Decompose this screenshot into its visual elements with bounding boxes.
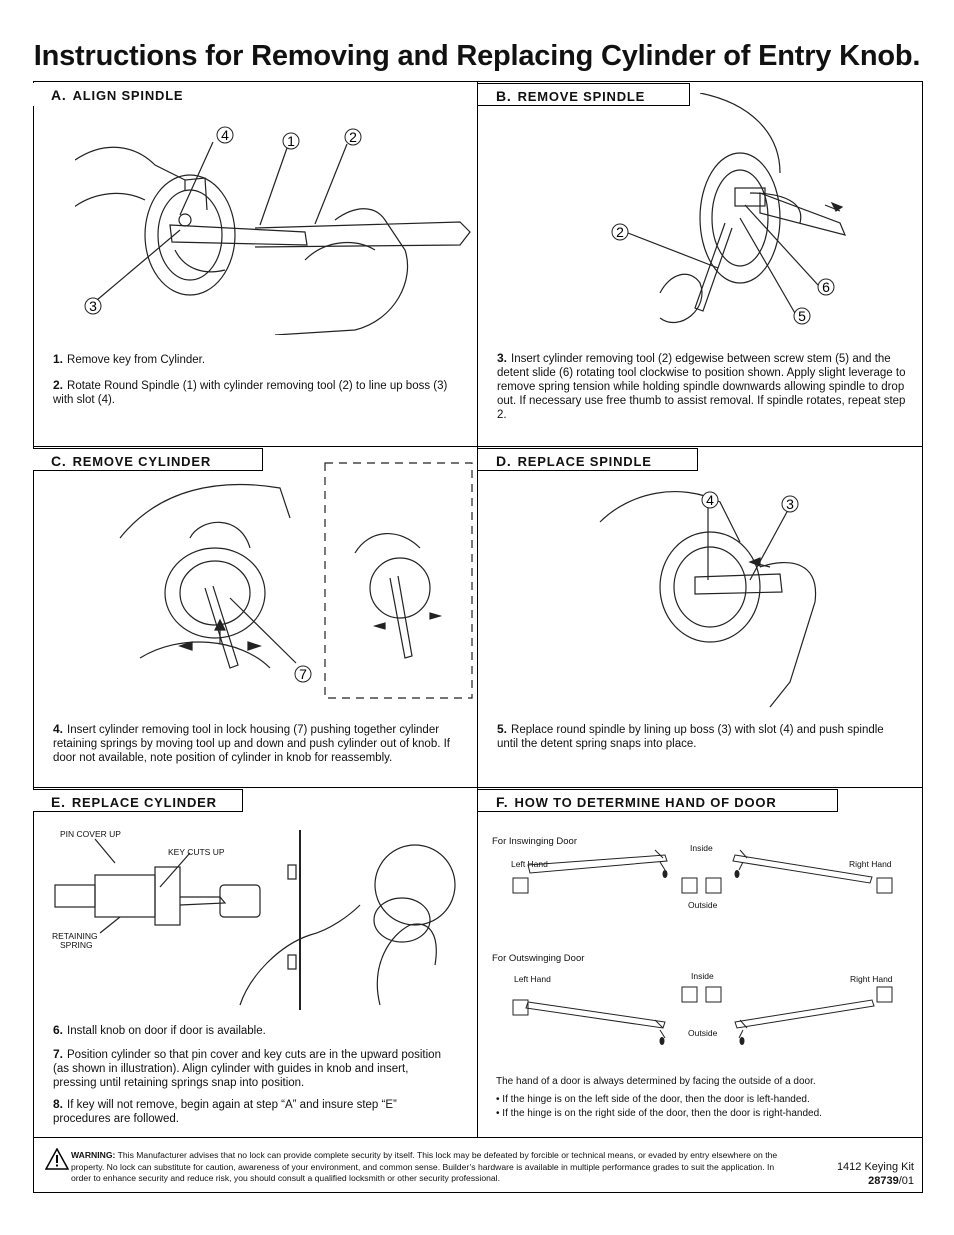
section-a-label: ALIGN SPINDLE (72, 88, 184, 103)
inswing-inside: Inside (690, 843, 713, 853)
callout-b-6: 6 (822, 279, 830, 295)
step-8: 8.If key will not remove, begin again at… (53, 1097, 453, 1126)
callout-c-7: 7 (299, 666, 307, 682)
step-7: 7.Position cylinder so that pin cover an… (53, 1047, 453, 1090)
step-1-number: 1. (53, 352, 64, 366)
kit-info: 1412 Keying Kit 28739/01 (837, 1160, 914, 1188)
outswing-right-hand: Right Hand (850, 974, 893, 984)
door-hand-diagram (512, 849, 893, 1045)
section-b-header: B. REMOVE SPINDLE (478, 83, 690, 106)
section-e-label: REPLACE CYLINDER (71, 795, 217, 810)
section-d-label: REPLACE SPINDLE (517, 454, 652, 469)
step-4-number: 4. (53, 722, 64, 736)
inswing-right-hand: Right Hand (849, 859, 892, 869)
kit-part-line: 28739/01 (837, 1174, 914, 1188)
warning-label: WARNING: (71, 1150, 116, 1160)
label-retaining: RETAINING (52, 931, 98, 941)
remove-cylinder-illustration: 7 (119, 462, 473, 699)
kit-revision: /01 (898, 1175, 914, 1187)
step-5: 5.Replace round spindle by lining up bos… (497, 722, 897, 751)
section-e-header: E. REPLACE CYLINDER (33, 789, 243, 812)
label-spring: SPRING (60, 940, 93, 950)
section-d-header: D. REPLACE SPINDLE (478, 448, 698, 471)
row-divider-2 (33, 787, 923, 788)
instruction-frame (33, 81, 923, 1193)
row-divider-1 (33, 446, 923, 447)
step-8-text: If key will not remove, begin again at s… (53, 1099, 397, 1125)
section-b-label: REMOVE SPINDLE (517, 89, 646, 104)
inswing-left-hand: Left Hand (511, 859, 548, 869)
replace-cylinder-illustration (54, 830, 456, 1010)
step-2-text: Rotate Round Spindle (1) with cylinder r… (53, 380, 448, 406)
callout-b-5: 5 (798, 308, 806, 324)
outswing-left-hand: Left Hand (514, 974, 551, 984)
step-6: 6.Install knob on door if door is availa… (53, 1023, 453, 1038)
step-7-text: Position cylinder so that pin cover and … (53, 1049, 441, 1089)
step-5-number: 5. (497, 722, 508, 736)
section-f-letter: F. (496, 794, 509, 810)
section-a-letter: A. (51, 87, 67, 103)
callout-a-3: 3 (89, 298, 97, 314)
step-6-text: Install knob on door if door is availabl… (67, 1025, 266, 1037)
callout-a-2: 2 (349, 129, 357, 145)
section-b-letter: B. (496, 88, 512, 104)
section-c-label: REMOVE CYLINDER (72, 454, 212, 469)
column-divider (477, 81, 478, 1137)
step-4-text: Insert cylinder removing tool in lock ho… (53, 724, 450, 764)
outswing-title: For Outswinging Door (492, 953, 585, 964)
hand-bullet-1: • If the hinge is on the left side of th… (496, 1094, 810, 1105)
kit-part-number: 28739 (868, 1175, 899, 1187)
remove-spindle-illustration: 2 6 5 (611, 93, 847, 325)
step-2-number: 2. (53, 378, 64, 392)
step-5-text: Replace round spindle by lining up boss … (497, 724, 884, 750)
row-divider-3 (33, 1137, 923, 1138)
step-3-number: 3. (497, 351, 508, 365)
hand-bullet-1-text: If the hinge is on the left side of the … (502, 1094, 810, 1105)
label-pin-cover: PIN COVER UP (60, 829, 121, 839)
inswing-title: For Inswinging Door (492, 836, 578, 847)
section-c-letter: C. (51, 453, 67, 469)
warning-body: This Manufacturer advises that no lock c… (71, 1150, 778, 1183)
warning-icon (45, 1148, 69, 1170)
outswing-inside: Inside (691, 971, 714, 981)
label-key-cuts: KEY CUTS UP (168, 847, 225, 857)
step-4: 4.Insert cylinder removing tool in lock … (53, 722, 463, 765)
step-3: 3.Insert cylinder removing tool (2) edge… (497, 351, 912, 422)
callout-a-1: 1 (287, 133, 295, 149)
hand-bullet-2-text: If the hinge is on the right side of the… (502, 1108, 822, 1119)
section-f-label: HOW TO DETERMINE HAND OF DOOR (514, 795, 777, 810)
align-spindle-illustration: 4 1 2 3 (75, 126, 471, 335)
step-1: 1.Remove key from Cylinder. (53, 352, 463, 367)
section-f-header: F. HOW TO DETERMINE HAND OF DOOR (478, 789, 838, 812)
inswing-outside: Outside (688, 900, 718, 910)
step-3-text: Insert cylinder removing tool (2) edgewi… (497, 353, 906, 421)
hand-rule: The hand of a door is always determined … (496, 1076, 816, 1087)
replace-spindle-illustration: 4 3 (599, 491, 817, 708)
step-1-text: Remove key from Cylinder. (67, 354, 206, 366)
step-7-number: 7. (53, 1047, 64, 1061)
callout-b-2: 2 (616, 224, 624, 240)
hand-bullet-2: • If the hinge is on the right side of t… (496, 1108, 822, 1119)
callout-d-3: 3 (786, 496, 794, 512)
section-d-letter: D. (496, 453, 512, 469)
callout-d-4: 4 (706, 492, 714, 508)
step-8-number: 8. (53, 1097, 64, 1111)
step-6-number: 6. (53, 1023, 64, 1037)
warning-text: WARNING: This Manufacturer advises that … (71, 1150, 791, 1185)
section-e-letter: E. (51, 794, 66, 810)
step-2: 2.Rotate Round Spindle (1) with cylinder… (53, 378, 453, 407)
bullet-dot-icon: • (496, 1108, 500, 1119)
bullet-dot-icon: • (496, 1094, 500, 1105)
section-c-header: C. REMOVE CYLINDER (33, 448, 263, 471)
section-a-header: A. ALIGN SPINDLE (33, 83, 263, 106)
kit-name: 1412 Keying Kit (836, 1161, 914, 1173)
outswing-outside: Outside (688, 1028, 718, 1038)
page-title: Instructions for Removing and Replacing … (33, 40, 921, 72)
callout-a-4: 4 (221, 127, 229, 143)
